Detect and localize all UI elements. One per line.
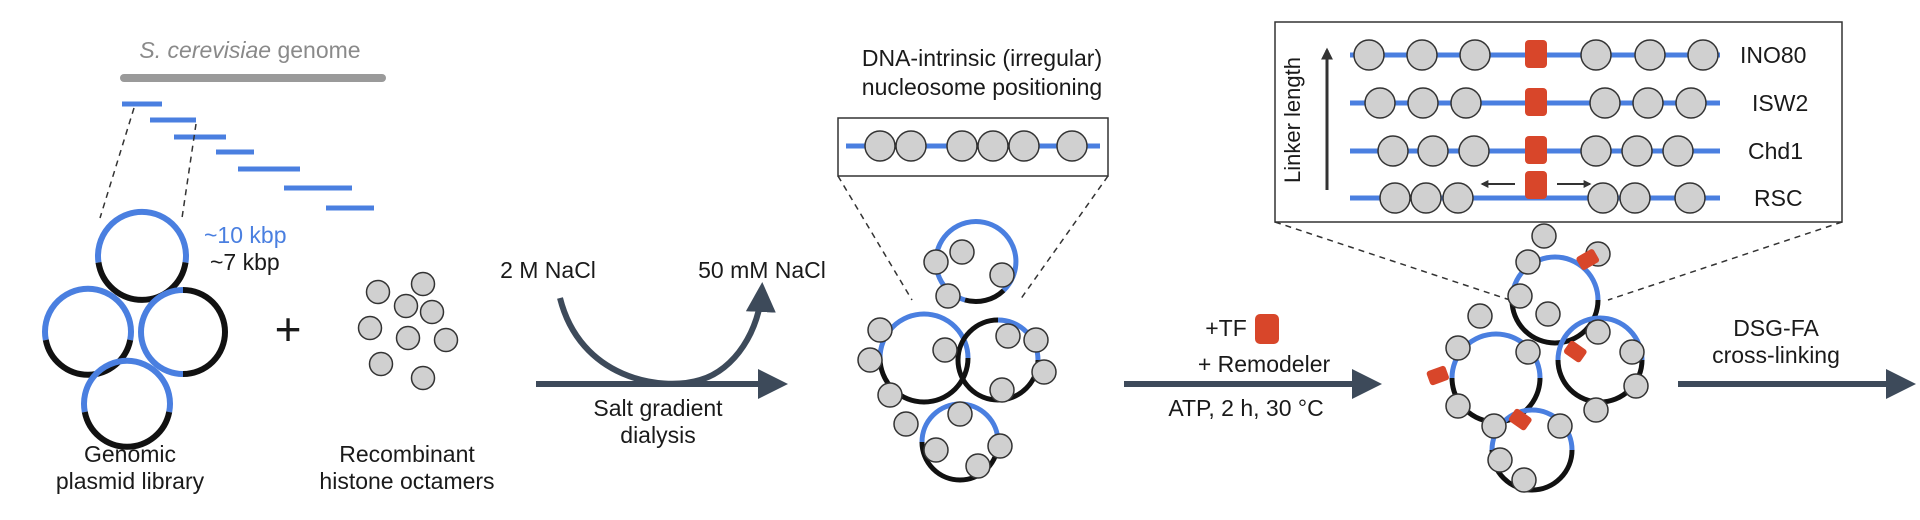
octamer-cluster [357, 271, 459, 391]
nucleosome-icon [393, 293, 419, 319]
plasmid-library [42, 208, 228, 450]
remodeler-row-rsc: RSC [1350, 171, 1803, 214]
remodeler-name: INO80 [1740, 42, 1806, 68]
tf-square-icon [1525, 88, 1547, 116]
positioning-label-1: DNA-intrinsic (irregular) [862, 45, 1102, 71]
tf-square-icon [1426, 365, 1449, 386]
remodeler-row-ino80: INO80 [1350, 39, 1806, 71]
nucleosome-icon [357, 315, 383, 341]
conditions-label: ATP, 2 h, 30 °C [1168, 395, 1323, 421]
nucleosome-icon [419, 299, 445, 325]
library-label-2: plasmid library [56, 468, 205, 494]
salt-end-label: 50 mM NaCl [698, 257, 826, 283]
library-label-1: Genomic [84, 441, 176, 467]
remodeler-name: Chd1 [1748, 138, 1803, 164]
chromatin-nucleosomes [857, 239, 1057, 479]
remodeler-crescent-icon [1331, 330, 1355, 378]
dialysis-label-2: dialysis [620, 422, 695, 448]
plasmid-ring-icon [81, 357, 173, 450]
plasmid-ring-icon [138, 287, 228, 377]
remodeled-panel: Linker length INO80 ISW2 [1274, 21, 1843, 493]
remodeling-step: +TF + Remodeler ATP, 2 h, 30 °C [1124, 314, 1382, 421]
positioning-label-2: nucleosome positioning [862, 74, 1102, 100]
tf-label: +TF [1205, 315, 1247, 341]
tf-square-icon [1255, 314, 1279, 344]
tf-square-icon [1525, 136, 1547, 164]
nucleosome-icon [410, 271, 436, 297]
salt-start-label: 2 M NaCl [500, 257, 596, 283]
plasmid-ring-icon [42, 285, 134, 378]
plasmid-ring-icon [955, 317, 1041, 403]
tf-square-icon [1563, 340, 1587, 363]
nucleosome-icon [410, 365, 436, 391]
nucleosome-icon [368, 351, 394, 377]
tf-square-icon [1576, 249, 1600, 270]
remodeler-row-isw2: ISW2 [1350, 87, 1808, 119]
remodeler-zoom-right [1607, 221, 1843, 301]
genome-title: S. cerevisiae genome [139, 37, 360, 63]
crosslink-label-2: cross-linking [1712, 342, 1840, 368]
genome-fragments [122, 101, 374, 211]
linker-length-label: Linker length [1280, 57, 1305, 183]
inset-zoom-left [837, 175, 913, 301]
chromatin-panel: DNA-intrinsic (irregular) nucleosome pos… [837, 45, 1109, 483]
zoom-line-right [181, 123, 197, 219]
plasmid-size-black: ~7 kbp [210, 249, 280, 275]
nucleosome-icon [433, 327, 459, 353]
plasmid-ring-icon [933, 219, 1019, 305]
dialysis-step: 2 M NaCl 50 mM NaCl Salt gradient dialys… [500, 257, 826, 448]
remodeler-name: ISW2 [1752, 90, 1808, 116]
nucleosome-icon [365, 279, 391, 305]
nucleosome-icon [395, 325, 421, 351]
crosslink-label-1: DSG-FA [1733, 315, 1819, 341]
tf-square-icon [1508, 408, 1532, 431]
remodeler-zoom-left [1274, 221, 1511, 301]
remodeler-row-chd1: Chd1 [1350, 135, 1803, 167]
remodeled-plasmids [1449, 254, 1645, 493]
inset-zoom-right [1019, 175, 1109, 301]
plasmid-ring-icon [95, 208, 189, 303]
bound-factors [1426, 228, 1600, 492]
remodeler-name: RSC [1754, 185, 1803, 211]
remodeled-nucleosomes [1445, 223, 1649, 493]
remodeler-label: + Remodeler [1198, 351, 1331, 377]
plasmid-size-blue: ~10 kbp [204, 222, 287, 248]
octamer-panel: Recombinant histone octamers [319, 271, 495, 494]
tf-square-icon [1525, 171, 1547, 199]
genome-panel: S. cerevisiae genome [42, 37, 386, 494]
dialysis-label-1: Salt gradient [593, 395, 723, 421]
tf-square-icon [1525, 40, 1547, 68]
plus-sign: + [275, 303, 302, 355]
octamer-label-1: Recombinant [339, 441, 475, 467]
zoom-line-left [99, 107, 135, 219]
crosslinking-step: DSG-FA cross-linking [1678, 315, 1916, 399]
gradient-curve-arrow [557, 282, 776, 387]
octamer-label-2: histone octamers [319, 468, 494, 494]
inset-nucleosomes [864, 130, 1088, 162]
